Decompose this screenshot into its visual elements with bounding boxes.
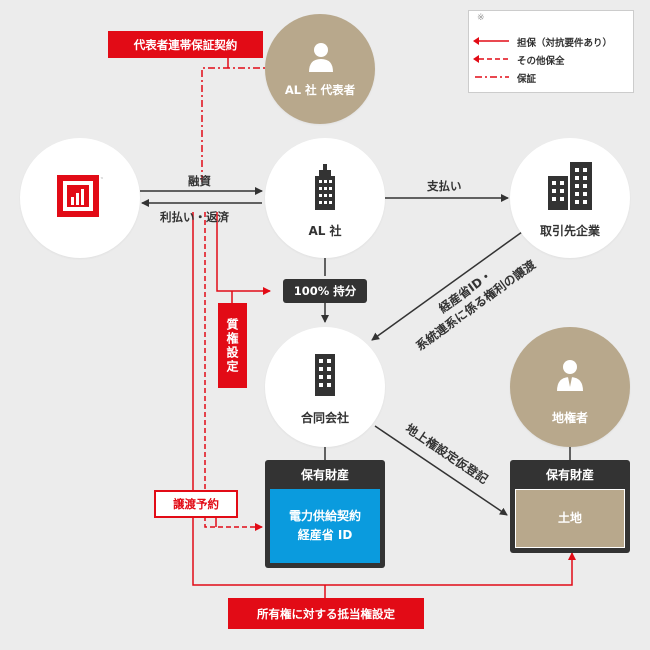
id-transfer-arrow xyxy=(371,231,523,341)
godo-node: 合同会社 xyxy=(265,327,385,447)
pledge-line xyxy=(216,212,271,295)
transfer-reservation-line xyxy=(204,212,263,531)
guarantee-label: 代表者連帯保証契約 xyxy=(108,31,263,58)
building-icon xyxy=(315,164,335,210)
legend-item-security: 担保（対抗要件あり） xyxy=(517,38,613,49)
godo-label: 合同会社 xyxy=(300,411,349,425)
land-asset-line1: 土地 xyxy=(557,511,582,525)
land-asset-header: 保有財産 xyxy=(545,467,594,482)
building-icon xyxy=(315,354,335,396)
landowner-label: 地権者 xyxy=(551,411,588,425)
mortgage-label: 所有権に対する抵当権設定 xyxy=(228,598,424,629)
godo-asset-line2: 経産省 ID xyxy=(297,528,353,542)
al-label: AL 社 xyxy=(308,224,342,238)
legend-note-mark: ※ xyxy=(477,13,485,23)
al-node: AL 社 xyxy=(265,138,385,258)
godo-asset-box: 保有財産 電力供給契約 経産省 ID xyxy=(265,460,385,568)
pledge-label: 質権設定 xyxy=(218,303,247,388)
landowner-node: 地権者 xyxy=(510,327,630,447)
person-icon xyxy=(557,360,583,391)
lender-node: ™ xyxy=(20,138,140,258)
person-icon xyxy=(309,43,333,72)
representative-label: AL 社 代表者 xyxy=(284,83,356,97)
ownership-label: 100% 持分 xyxy=(283,279,367,303)
guarantee-line xyxy=(201,67,275,185)
buildings-icon xyxy=(548,162,592,210)
legend-swatches xyxy=(473,37,509,78)
land-asset-box: 保有財産 土地 xyxy=(510,460,630,553)
land-asset-body: 土地 xyxy=(515,489,625,548)
bank-logo-icon: ™ xyxy=(57,175,103,217)
representative-node: AL 社 代表者 xyxy=(265,14,375,124)
mortgage-line xyxy=(192,212,576,586)
transfer-reservation-label: 譲渡予約 xyxy=(154,490,238,518)
godo-asset-header: 保有財産 xyxy=(300,467,349,482)
financing-label: 融資 xyxy=(188,174,211,188)
supplier-node: 取引先企業 xyxy=(510,138,630,258)
payment-label: 支払い xyxy=(427,179,462,193)
legend: ※ 担保（対抗要件あり） その他保全 保証 xyxy=(468,10,634,93)
supplier-label: 取引先企業 xyxy=(539,224,600,238)
surface-right-arrow xyxy=(374,425,508,516)
legend-item-other: その他保全 xyxy=(517,56,565,67)
legend-item-guarantee: 保証 xyxy=(517,74,537,85)
svg-text:™: ™ xyxy=(100,177,103,183)
godo-asset-body: 電力供給契約 経産省 ID xyxy=(270,489,380,563)
repayment-label: 利払い・返済 xyxy=(160,210,229,224)
godo-asset-line1: 電力供給契約 xyxy=(288,509,361,523)
